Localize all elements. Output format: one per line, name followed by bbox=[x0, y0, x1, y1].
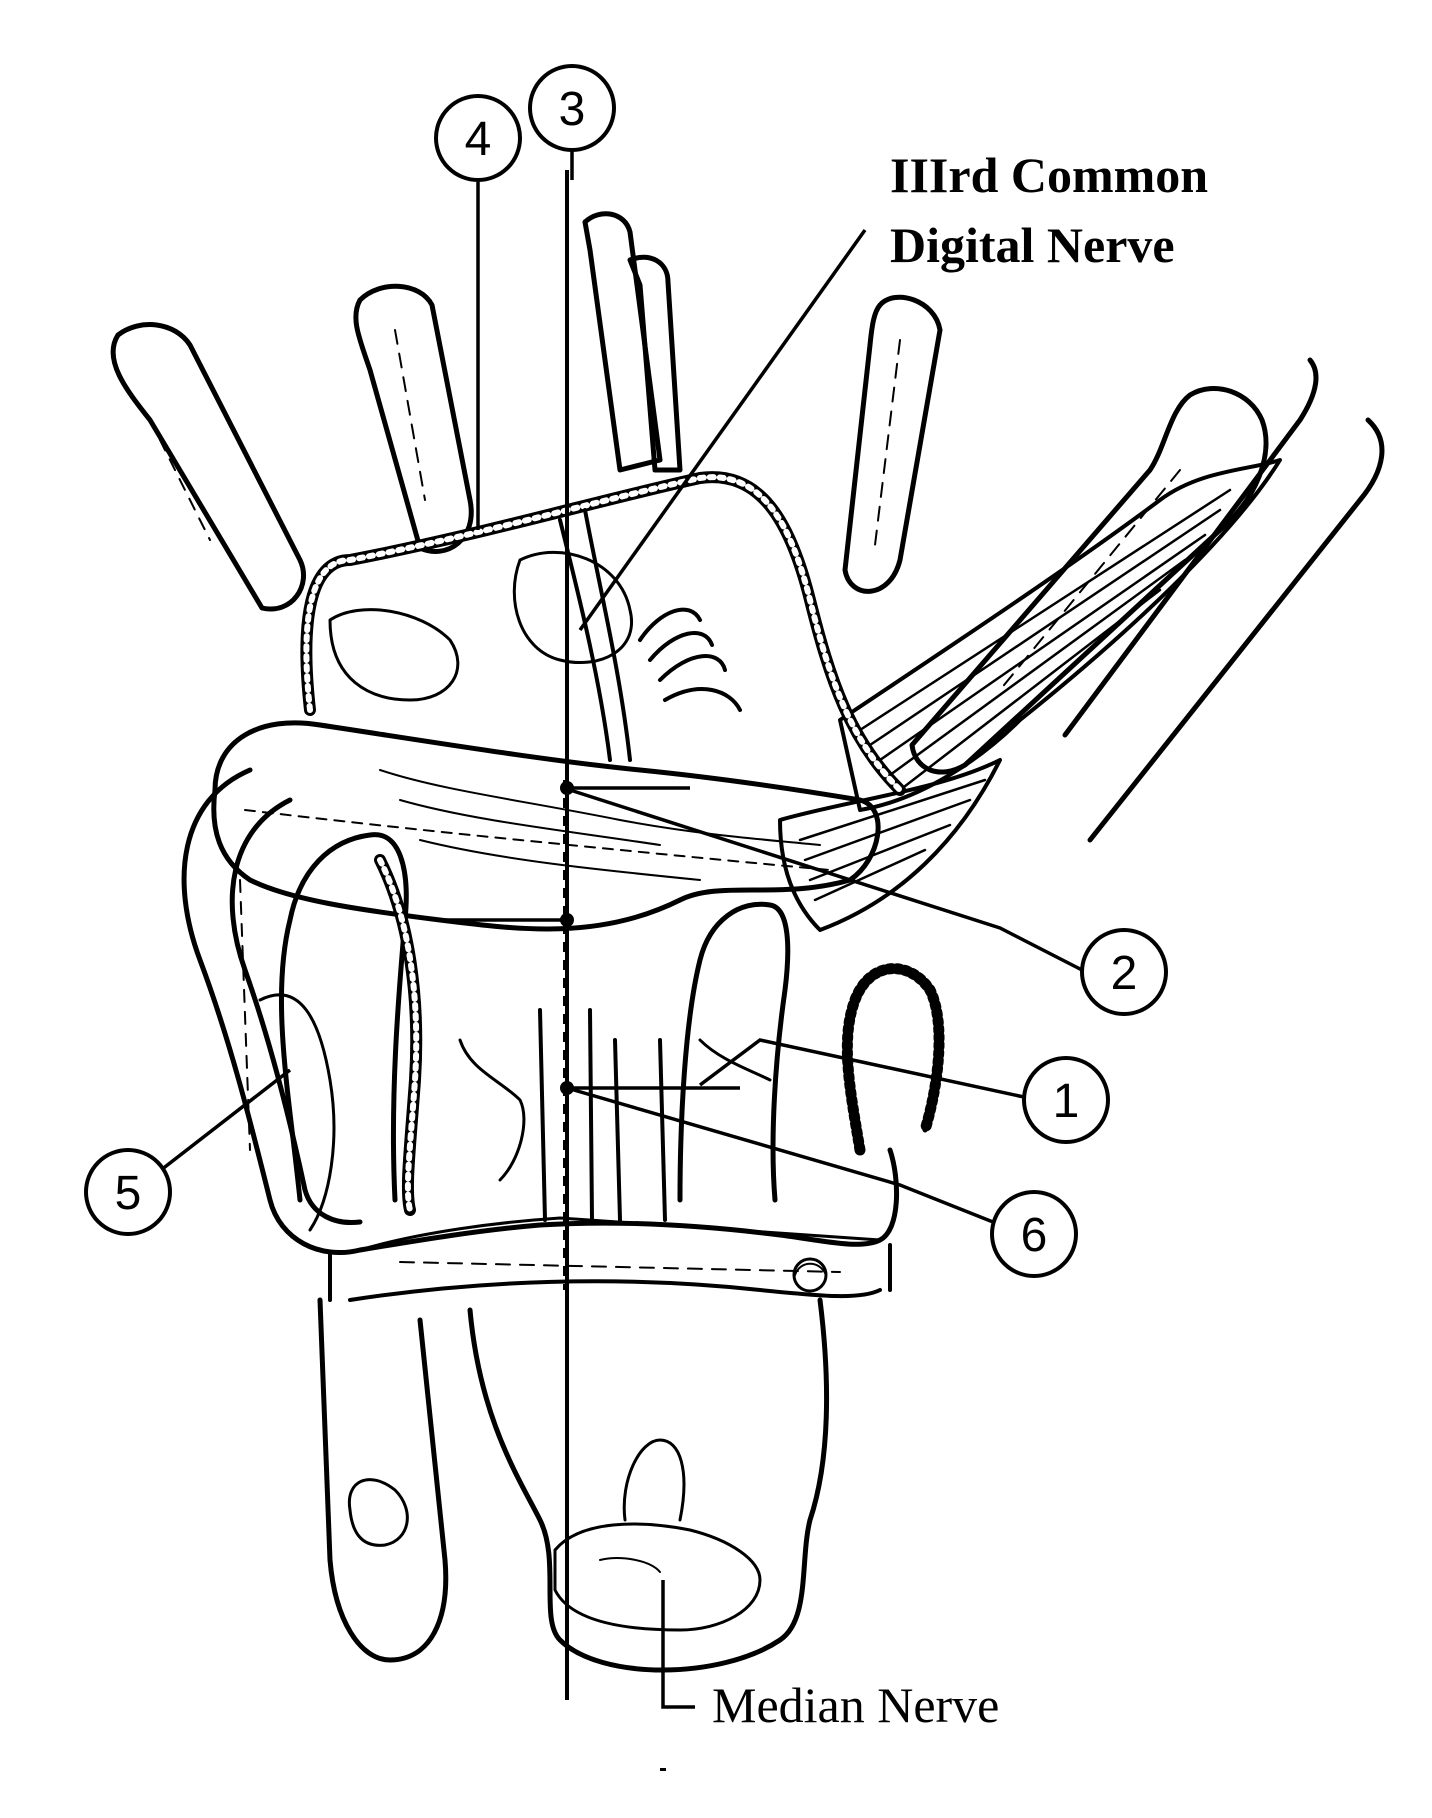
digital-nerve-branches bbox=[558, 508, 742, 762]
callout-1: 1 bbox=[1022, 1056, 1110, 1144]
flexor-tendons bbox=[458, 1008, 772, 1222]
tunnel-arches bbox=[278, 832, 945, 1203]
callout-4: 4 bbox=[434, 94, 522, 182]
forearm-bones bbox=[317, 1297, 830, 1673]
leader-median bbox=[661, 1580, 695, 1709]
median-nerve-label: Median Nerve bbox=[712, 1677, 999, 1733]
thenar-muscle bbox=[778, 458, 1282, 932]
metacarpal-bones bbox=[110, 211, 1385, 843]
leader-iiird bbox=[578, 228, 867, 632]
leader-1 bbox=[698, 1038, 1025, 1099]
callout-5: 5 bbox=[84, 1148, 172, 1236]
hand-illustration bbox=[110, 170, 1385, 1700]
svg-text:3: 3 bbox=[559, 83, 586, 136]
svg-text:2: 2 bbox=[1111, 947, 1138, 1000]
svg-text:1: 1 bbox=[1053, 1075, 1080, 1128]
callout-2: 2 bbox=[1080, 928, 1168, 1016]
carpal-tunnel-band bbox=[181, 767, 899, 1302]
stray-mark bbox=[660, 1768, 666, 1771]
leader-5 bbox=[159, 1068, 292, 1172]
iiird-common-digital-nerve-label-line2: Digital Nerve bbox=[890, 217, 1175, 273]
callout-3: 3 bbox=[528, 64, 616, 152]
iiird-common-digital-nerve-label-line1: IIIrd Common bbox=[890, 147, 1208, 203]
svg-text:6: 6 bbox=[1021, 1209, 1048, 1262]
palmar-arch-vessel bbox=[300, 471, 906, 796]
svg-text:5: 5 bbox=[115, 1167, 142, 1220]
callout-6: 6 bbox=[990, 1190, 1078, 1278]
leader-2 bbox=[569, 788, 1083, 972]
forearm-arteries bbox=[374, 854, 423, 1216]
svg-text:4: 4 bbox=[465, 113, 492, 166]
leader-dots bbox=[560, 781, 574, 1095]
pisiform-rim bbox=[794, 1262, 827, 1276]
leader-lines bbox=[159, 150, 1083, 1709]
leader-6 bbox=[566, 1086, 994, 1224]
